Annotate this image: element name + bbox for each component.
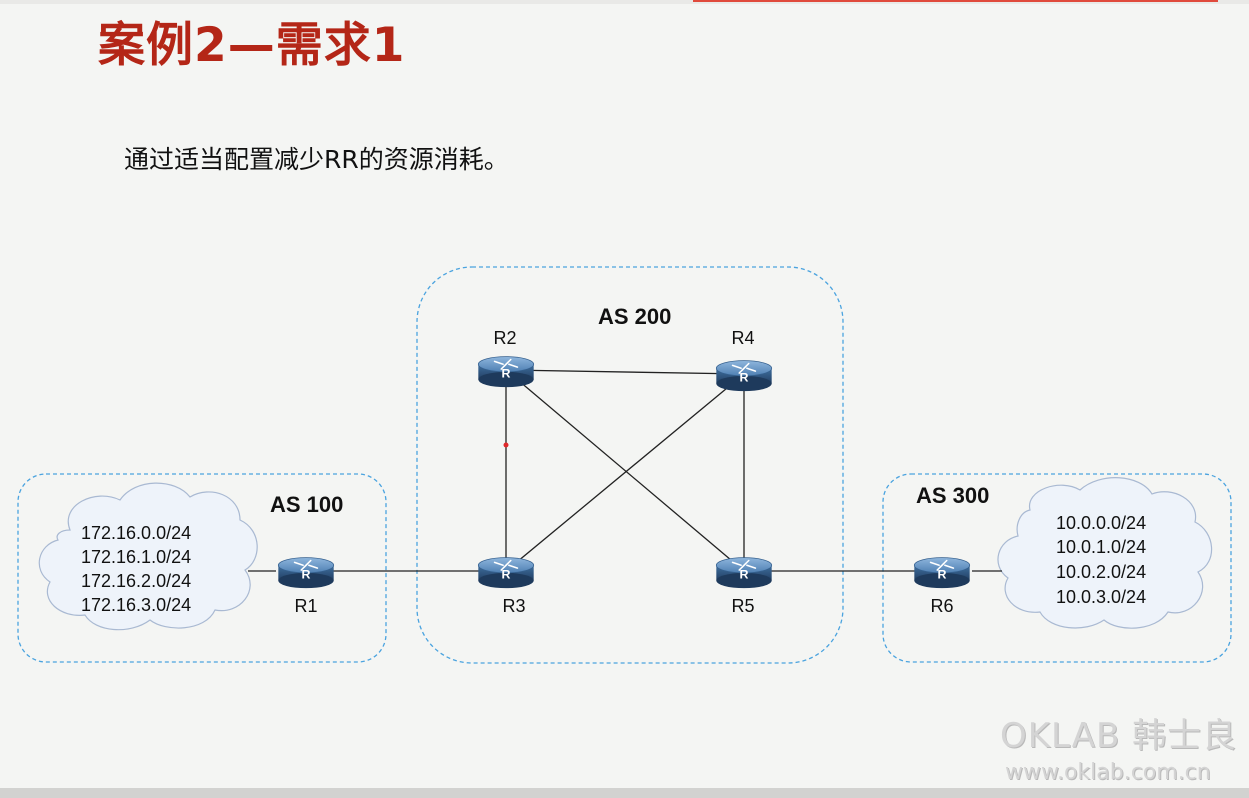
router-r4[interactable]: R4 (715, 328, 773, 392)
right-network-3: 10.0.3.0/24 (1056, 587, 1146, 607)
router-icon (277, 556, 335, 589)
as300-label: AS 300 (916, 483, 989, 508)
left-network-0: 172.16.0.0/24 (81, 523, 191, 543)
as300-area (882, 473, 1232, 663)
cursor-dot (503, 442, 509, 448)
top-accent-bar (0, 0, 1249, 4)
right-network-1: 10.0.1.0/24 (1056, 537, 1146, 557)
as200-label: AS 200 (598, 304, 671, 329)
router-r3[interactable]: R3 (477, 556, 535, 616)
as100-label: AS 100 (270, 492, 343, 517)
left-network-cloud (38, 482, 258, 631)
link-r2-r5 (505, 369, 745, 572)
router-r6[interactable]: R6 (913, 556, 971, 616)
router-r2[interactable]: R2 (477, 328, 535, 388)
router-label-r3: R3 (502, 596, 525, 616)
left-network-1: 172.16.1.0/24 (81, 547, 191, 567)
watermark-brand: OKLAB 韩士良 (1000, 716, 1238, 756)
bottom-bar (0, 788, 1249, 798)
as200-area (416, 266, 844, 664)
link-r2-r4 (505, 369, 745, 375)
slide-subtitle: 通过适当配置减少RR的资源消耗。 (124, 145, 509, 174)
router-icon (477, 556, 535, 589)
router-label-r5: R5 (731, 596, 754, 616)
router-icon (715, 359, 773, 392)
right-network-0: 10.0.0.0/24 (1056, 513, 1146, 533)
slide-title: 案例2—需求1 (98, 18, 406, 73)
left-network-3: 172.16.3.0/24 (81, 595, 191, 615)
router-label-r4: R4 (731, 328, 754, 348)
router-r1[interactable]: R1 (277, 556, 335, 616)
router-icon (913, 556, 971, 589)
link-r4-r3 (505, 373, 745, 572)
top-red-strip (693, 0, 1218, 2)
watermark-url: www.oklab.com.cn (1005, 760, 1211, 785)
right-network-2: 10.0.2.0/24 (1056, 562, 1146, 582)
as100-area (17, 473, 387, 663)
router-label-r1: R1 (294, 596, 317, 616)
router-icon (715, 556, 773, 589)
router-label-r6: R6 (930, 596, 953, 616)
router-label-r2: R2 (493, 328, 516, 348)
left-network-2: 172.16.2.0/24 (81, 571, 191, 591)
router-icon (477, 355, 535, 388)
router-r5[interactable]: R5 (715, 556, 773, 616)
